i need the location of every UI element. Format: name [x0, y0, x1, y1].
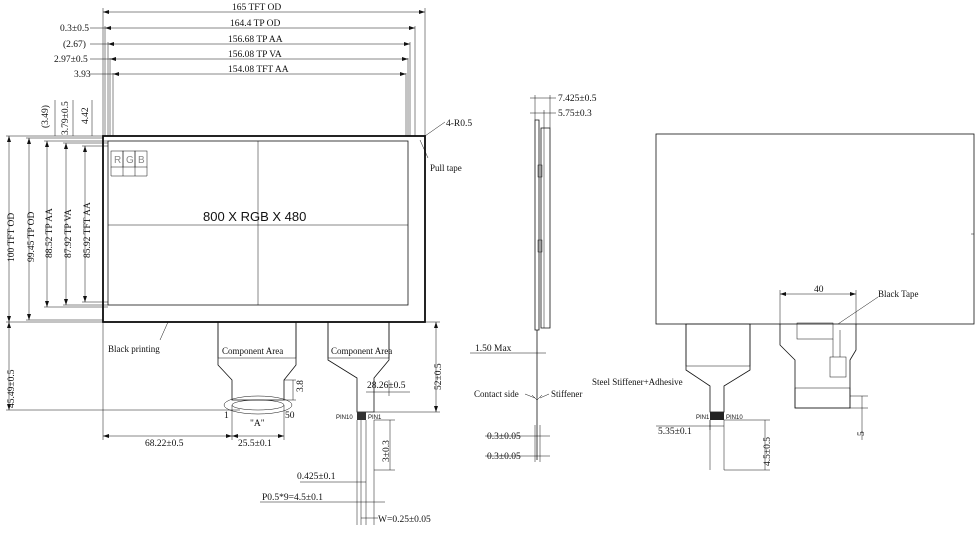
rgb-r-label: R [114, 155, 121, 166]
dim-45: 4.5±0.5 [763, 437, 773, 466]
dim-150-max: 1.50 Max [475, 344, 512, 354]
dim-03-a: 0.3±0.05 [487, 432, 521, 442]
pin1-left: 1 [224, 411, 229, 421]
side-view: 7.425±0.5 5.75±0.3 1.50 Max Contact side… [470, 94, 597, 462]
dim-left-tft-od: 100 TFT OD [7, 213, 17, 262]
resolution-label: 800 X RGB X 480 [203, 209, 306, 224]
dim-tp-va: 156.08 TP VA [228, 50, 282, 60]
dim-fpc-height: 45.49±0.5 [7, 369, 17, 408]
dim-tft-aa: 154.08 TFT AA [228, 65, 289, 75]
dim-6822: 68.22±0.5 [145, 439, 184, 449]
pin50-left: 50 [285, 411, 295, 421]
dim-left-442: 4.42 [81, 107, 91, 124]
dim-0425: 0.425±0.1 [297, 472, 336, 482]
front-view: R G B 800 X RGB X 480 165 TFT OD 0.3±0.5… [6, 3, 472, 525]
dim-pitch: P0.5*9=4.5±0.1 [262, 493, 323, 503]
dim-tp-aa: 156.68 TP AA [228, 35, 283, 45]
pin1-front: PIN1 [368, 415, 382, 421]
dim-7425: 7.425±0.5 [558, 94, 597, 104]
dim-tft-od: 165 TFT OD [232, 3, 281, 13]
dim-tp-od: 164.4 TP OD [230, 19, 281, 29]
dim-left-tp-od: 99.45 TP OD [27, 211, 37, 262]
corner-radius-label: 4-R0.5 [446, 119, 472, 129]
pin10-back: PIN10 [726, 415, 743, 421]
component-area-left: Component Area [222, 346, 283, 356]
dim-535: 5.35±0.1 [658, 427, 692, 437]
dim-left-tp-aa: 88.52 TP AA [45, 208, 55, 258]
dim-left-379: 3.79±0.5 [61, 101, 71, 135]
panel-outline [102, 135, 426, 323]
black-tape-label: Black Tape [878, 289, 918, 299]
back-panel [655, 133, 975, 325]
dim-5: 5 [857, 431, 867, 436]
pin10-front: PIN10 [336, 415, 353, 421]
dim-38: 3.8 [296, 380, 306, 392]
dim-03-b: 0.3±0.05 [487, 452, 521, 462]
dim-tp-aa-offset: (2.67) [63, 39, 86, 50]
detail-a-label: "A" [250, 419, 265, 429]
dim-575: 5.75±0.3 [558, 109, 592, 119]
pin1-back: PIN1 [696, 415, 710, 421]
pull-tape-label: Pull tape [430, 163, 462, 173]
dim-255: 25.5±0.1 [238, 439, 272, 449]
dim-tp-va-offset: 2.97±0.5 [54, 55, 88, 65]
dim-3: 3±0.3 [382, 440, 392, 462]
rgb-b-label: B [138, 155, 145, 166]
dim-2826: 28.26±0.5 [367, 381, 406, 391]
rgb-cells: R G B [110, 150, 148, 177]
stiffener-label: Stiffener [551, 389, 582, 399]
component-area-right: Component Area [331, 346, 392, 356]
contact-side-label: Contact side [474, 389, 519, 399]
back-view: Steel Stiffener+Adhesive PIN1 PIN10 5.35… [592, 133, 975, 471]
dim-tp-od-offset: 0.3±0.5 [60, 24, 89, 34]
dim-left-tp-va: 87.92 TP VA [64, 209, 74, 258]
steel-stiffener-label: Steel Stiffener+Adhesive [592, 377, 683, 387]
dim-40: 40 [814, 285, 824, 295]
dim-left-tft-aa: 85.92 TFT AA [83, 202, 93, 258]
fpc-right: Component Area [327, 321, 392, 525]
dim-left-349: (3.49) [40, 105, 51, 128]
black-printing-label: Black printing [108, 344, 160, 354]
dim-52: 52±0.5 [434, 363, 444, 390]
dim-width: W=0.25±0.05 [378, 515, 431, 525]
steel-stiffener [685, 323, 751, 367]
rgb-g-label: G [126, 155, 134, 166]
dim-tft-aa-offset: 3.93 [74, 70, 91, 80]
